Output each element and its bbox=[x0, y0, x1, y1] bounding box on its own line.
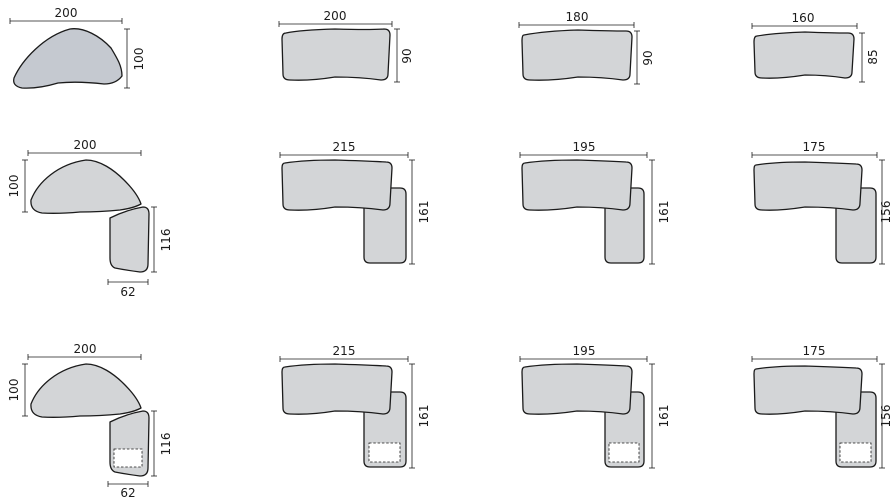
triangular-seat-shape bbox=[30, 363, 142, 418]
dim-top: 200 bbox=[324, 9, 347, 23]
chaise-seat-shape bbox=[109, 206, 150, 273]
dim-top: 200 bbox=[74, 342, 97, 356]
storage-compartment bbox=[368, 442, 401, 463]
dim-top: 160 bbox=[792, 11, 815, 25]
piece-r1-c2: 200 90 bbox=[278, 9, 414, 83]
dim-top: 175 bbox=[803, 140, 826, 154]
dim-top: 200 bbox=[55, 6, 78, 20]
dim-side: 156 bbox=[879, 405, 893, 428]
storage-compartment bbox=[113, 448, 143, 468]
dim-side: 161 bbox=[417, 201, 431, 224]
piece-r1-c1: 200 100 bbox=[9, 6, 146, 89]
curved-seat-shape bbox=[521, 363, 633, 415]
dim-top: 215 bbox=[333, 140, 356, 154]
dim-side-left: 100 bbox=[7, 379, 21, 402]
storage-compartment bbox=[839, 442, 872, 463]
triangular-seat-shape bbox=[30, 159, 142, 214]
piece-r1-c4: 160 85 bbox=[751, 11, 880, 83]
piece-r2-c4: 175 156 bbox=[751, 140, 893, 265]
curved-seat-shape bbox=[521, 29, 633, 81]
curved-seat-shape bbox=[521, 159, 633, 211]
dim-side: 161 bbox=[657, 201, 671, 224]
piece-r3-c2: 215 161 bbox=[279, 344, 431, 469]
piece-r3-c4: 175 156 bbox=[751, 344, 893, 469]
piece-r3-c1: 200 100 116 62 bbox=[7, 342, 173, 500]
curved-seat-shape bbox=[753, 31, 855, 79]
curved-seat-shape bbox=[281, 28, 391, 81]
dim-bottom: 62 bbox=[120, 285, 135, 299]
dim-side: 85 bbox=[866, 49, 880, 64]
piece-r2-c2: 215 161 bbox=[279, 140, 431, 265]
storage-compartment bbox=[608, 442, 640, 463]
dim-side: 90 bbox=[400, 48, 414, 63]
dim-top: 215 bbox=[333, 344, 356, 358]
dim-bottom: 62 bbox=[120, 486, 135, 500]
dim-top: 180 bbox=[566, 10, 589, 24]
dim-side: 116 bbox=[159, 433, 173, 456]
piece-r1-c3: 180 90 bbox=[518, 10, 655, 85]
triangular-seat-shape bbox=[13, 28, 123, 89]
curved-seat-shape bbox=[281, 363, 393, 415]
piece-r2-c3: 195 161 bbox=[519, 140, 671, 265]
dim-top: 175 bbox=[803, 344, 826, 358]
curved-seat-shape bbox=[753, 161, 863, 211]
piece-r2-c1: 200 100 116 62 bbox=[7, 138, 173, 299]
curved-seat-shape bbox=[753, 365, 863, 415]
dim-side: 156 bbox=[879, 201, 893, 224]
dim-top: 195 bbox=[573, 344, 596, 358]
dim-side: 100 bbox=[132, 48, 146, 71]
dim-side: 161 bbox=[657, 405, 671, 428]
curved-seat-shape bbox=[281, 159, 393, 211]
piece-r3-c3: 195 161 bbox=[519, 344, 671, 469]
dim-top: 195 bbox=[573, 140, 596, 154]
dim-side: 116 bbox=[159, 229, 173, 252]
dim-side: 161 bbox=[417, 405, 431, 428]
dim-side: 90 bbox=[641, 50, 655, 65]
dim-side-left: 100 bbox=[7, 175, 21, 198]
dim-top: 200 bbox=[74, 138, 97, 152]
